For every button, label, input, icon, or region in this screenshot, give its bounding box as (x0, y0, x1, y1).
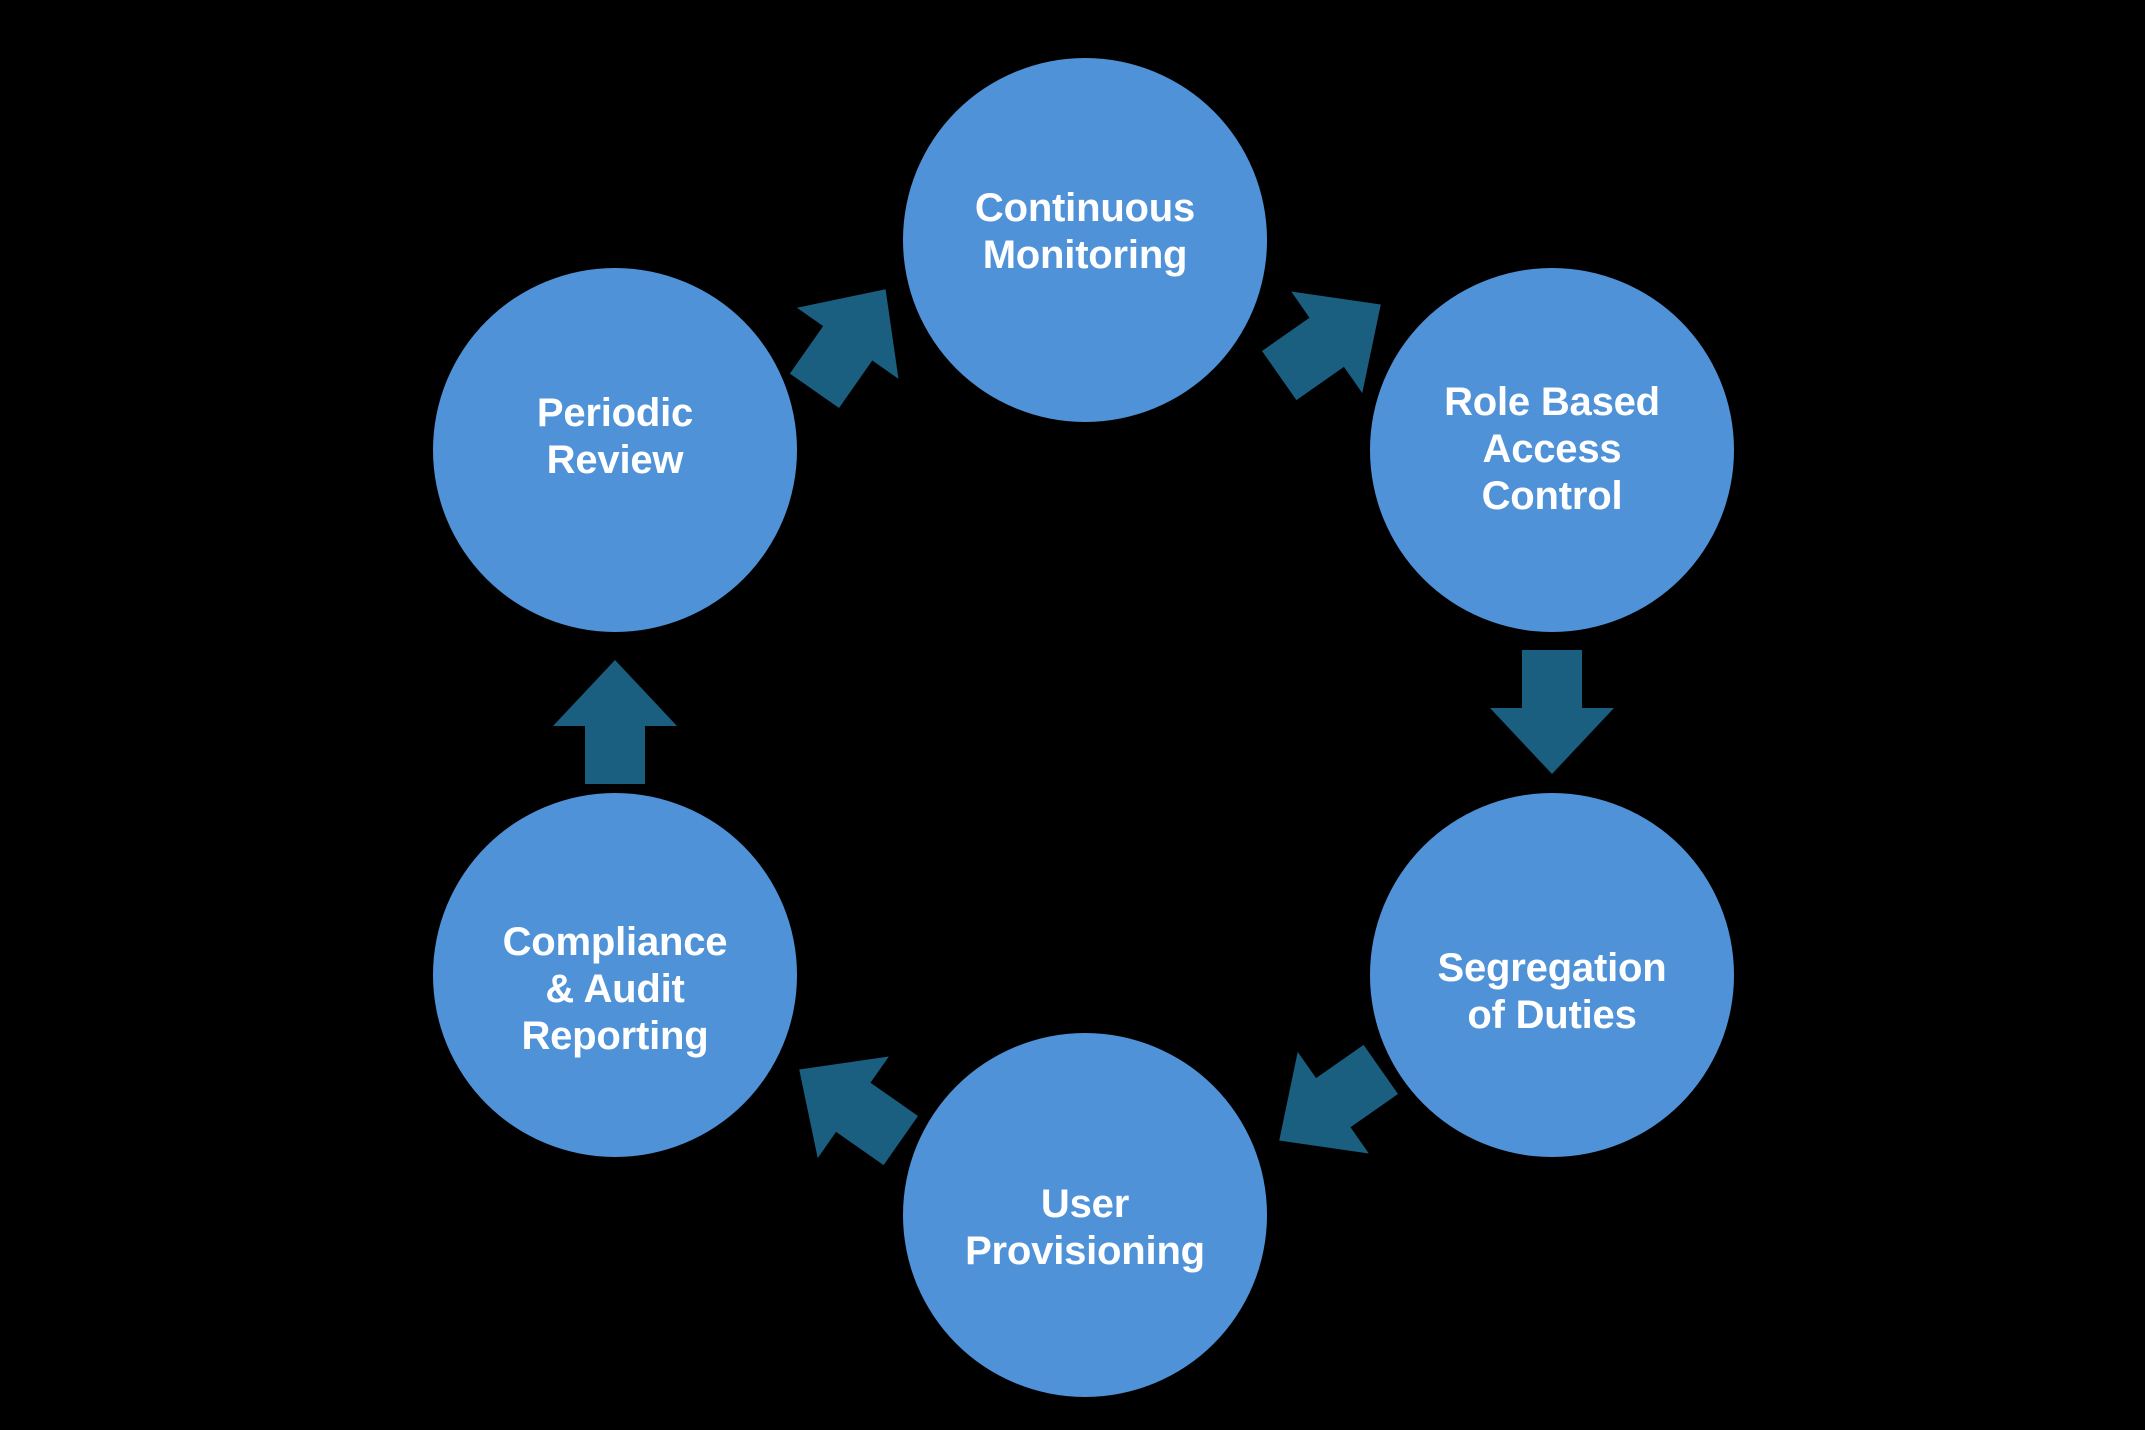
node-circle-user-provisioning[interactable] (903, 1033, 1267, 1397)
node-circle-group (433, 58, 1734, 1397)
arrow-down-icon-rbac-to-segregation (1490, 650, 1614, 774)
node-circle-continuous-monitoring[interactable] (903, 58, 1267, 422)
node-circle-periodic-review[interactable] (433, 268, 797, 632)
node-circle-compliance-audit-reporting[interactable] (433, 793, 797, 1157)
arrow-up-icon-compliance-to-review (553, 660, 677, 784)
node-circle-segregation-of-duties[interactable] (1370, 793, 1734, 1157)
node-circle-role-based-access-control[interactable] (1370, 268, 1734, 632)
